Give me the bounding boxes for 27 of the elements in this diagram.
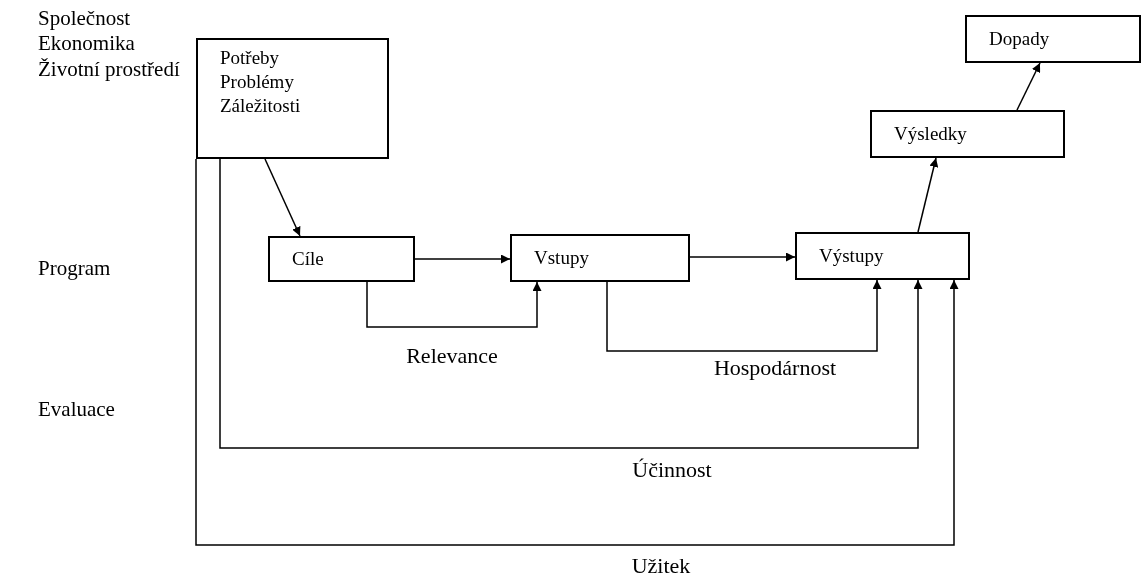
row-label: Ekonomika (38, 31, 135, 56)
box-text: Vstupy (534, 246, 590, 270)
process-box (870, 110, 1065, 158)
arrow (414, 254, 511, 264)
arrow (917, 157, 939, 233)
box-text: Výstupy (819, 244, 885, 268)
arrow (264, 158, 301, 237)
box-text: Cíle (292, 247, 325, 271)
row-label: Evaluace (38, 397, 115, 422)
process-box (196, 38, 389, 159)
arrow (606, 279, 882, 352)
process-box (268, 236, 415, 282)
arrow (1016, 62, 1041, 111)
arrow (689, 252, 796, 262)
process-box (795, 232, 970, 280)
process-box (510, 234, 690, 282)
arrow (219, 158, 923, 449)
box-text: Výsledky (894, 122, 968, 146)
row-label: Společnost (38, 6, 131, 31)
arrow (366, 281, 542, 328)
box-text: Problémy (220, 70, 295, 94)
box-text: Dopady (989, 27, 1051, 51)
row-label: Program (38, 256, 111, 281)
box-text: Potřeby (220, 46, 281, 70)
box-text: Záležitosti (220, 94, 302, 118)
arrow (195, 158, 959, 546)
process-box (965, 15, 1141, 63)
